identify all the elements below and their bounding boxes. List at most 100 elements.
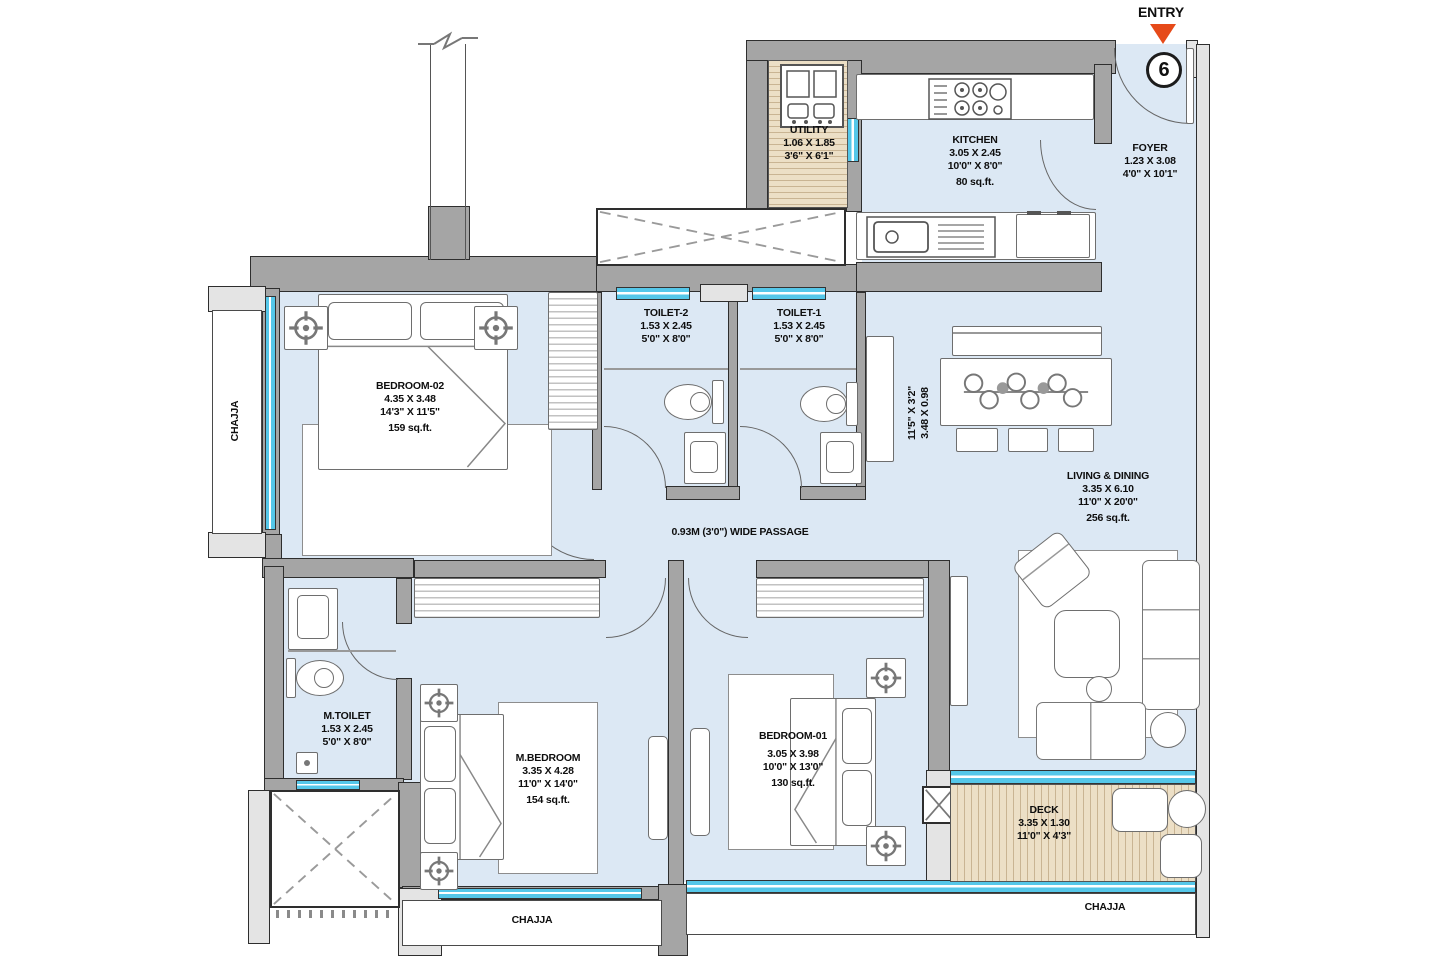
entry-arrow-icon [1150, 24, 1176, 44]
m-bedroom-pillow-top [424, 726, 456, 782]
wall-lower-top-b [756, 560, 930, 578]
bedroom02-window [265, 296, 276, 530]
toilet2-wc-seat [690, 392, 710, 412]
m-toilet-basin-bowl [297, 595, 329, 639]
dining-table [940, 358, 1112, 426]
utility-label: UTILITY 1.06 X 1.85 3'6" X 6'1" [783, 124, 835, 162]
void-x-icon [273, 793, 397, 905]
wall-bedroom02-top [250, 256, 598, 292]
bedroom01-deck-window [686, 880, 1196, 893]
deck-table [1168, 790, 1206, 828]
toilet2-cistern [712, 380, 724, 424]
chajja-bottom-left [402, 900, 662, 946]
wall-kitchen-foyer [1094, 64, 1112, 144]
m-bedroom-side-table-bottom [420, 852, 458, 890]
sofa-two-seater [1036, 702, 1146, 760]
wall-kitchen-dining [856, 262, 1102, 292]
m-bedroom-rug [498, 702, 598, 874]
deck-chair-2 [1160, 834, 1202, 878]
m-bedroom-label: M.BEDROOM 3.35 X 4.28 11'0" X 14'0" 154 … [515, 752, 581, 806]
wall-toilet1-bottom [800, 486, 866, 500]
m-bedroom-pillow-bottom [424, 788, 456, 844]
bedroom01-pillow-top [842, 708, 872, 764]
bedroom01-wardrobe [756, 578, 924, 618]
dining-decor-icon [963, 372, 1089, 410]
kitchen-label: KITCHEN 3.05 X 2.45 10'0" X 8'0" 80 sq.f… [947, 134, 1003, 188]
m-bedroom-window [438, 888, 642, 899]
deck-label: DECK 3.35 X 1.30 11'0" X 4'3" [1016, 804, 1071, 842]
ceiling-fan-icon [870, 830, 902, 862]
m-toilet-partition [288, 650, 396, 652]
deck-chair-1 [1112, 788, 1168, 832]
ceiling-fan-icon [289, 311, 323, 345]
foyer-label: FOYER 1.23 X 3.08 4'0" X 10'1" [1122, 142, 1178, 180]
deck-sliding-window [950, 770, 1196, 784]
wall-between-bedrooms [668, 560, 684, 908]
passage-label: 0.93M (3'0") WIDE PASSAGE [671, 526, 809, 538]
m-toilet-wc-seat [314, 668, 334, 688]
ceiling-fan-icon [870, 662, 902, 694]
bedroom01-door-leaf [690, 728, 710, 836]
m-bedroom-side-table-top [420, 684, 458, 722]
void-teeth [276, 910, 392, 918]
wall-toilet2-bottom [666, 486, 740, 500]
toilet-window-tab [700, 284, 748, 302]
bed-fold-icon [794, 699, 837, 845]
chajja-left-label: CHAJJA [229, 400, 241, 442]
wall-toilet-mid [728, 292, 738, 490]
side-table-round [1150, 712, 1186, 748]
dining-sideboard [952, 326, 1102, 356]
living-dining-label: LIVING & DINING 3.35 X 6.10 11'0" X 20'0… [1066, 470, 1150, 524]
ceiling-fan-icon [479, 311, 513, 345]
crockery-unit [866, 336, 894, 462]
dining-chair-1 [956, 428, 998, 452]
wall-bottom-column [658, 884, 688, 956]
wall-utility-left [746, 60, 768, 210]
hob-icon [928, 78, 1012, 120]
wall-m-toilet-right-bottom [396, 678, 412, 780]
passage-floor [598, 490, 866, 570]
bedroom01-side-table-bottom [866, 826, 906, 866]
chajja-bottom-right [686, 893, 1196, 935]
duct-x-icon [599, 210, 843, 264]
bedroom02-wardrobe [548, 292, 598, 430]
toilet2-basin [684, 432, 726, 484]
chimney-shaft [430, 44, 466, 260]
wall-m-toilet-left [264, 566, 284, 780]
chimney-break-icon [418, 31, 478, 51]
m-toilet-shower [296, 752, 318, 774]
toilet1-partition [740, 368, 856, 370]
dining-chair-3 [1058, 428, 1094, 452]
bedroom02-pillow-left [328, 302, 412, 340]
bedroom02-label: BEDROOM-02 4.35 X 3.48 14'3" X 11'5" 159… [375, 380, 444, 434]
toilet1-label: TOILET-1 1.53 X 2.45 5'0" X 8'0" [773, 307, 825, 345]
m-toilet-basin [288, 588, 338, 650]
washing-machine-icon [780, 64, 844, 128]
m-toilet-window [296, 780, 360, 790]
toilet1-basin-bowl [826, 441, 854, 473]
wall-m-toilet-right-top [396, 578, 412, 624]
bedroom01-side-table-top [866, 658, 906, 698]
bed-fold-icon [459, 715, 502, 859]
tv-console [950, 576, 968, 706]
m-toilet-cistern [286, 658, 296, 698]
toilet1-cistern [846, 382, 858, 426]
void-left-column [248, 790, 270, 944]
entry-door-leaf [1186, 48, 1194, 124]
void-bottom-left [270, 790, 400, 908]
duct-top [596, 208, 846, 266]
chajja-left-cap-top [208, 286, 266, 312]
toilet2-window [616, 287, 690, 300]
ceiling-fan-icon [424, 688, 454, 718]
coffee-table [1054, 610, 1120, 678]
chajja-bottom-right-label: CHAJJA [1084, 901, 1126, 913]
bedroom02-side-table-right [474, 306, 518, 350]
toilet2-basin-bowl [690, 441, 718, 473]
m-bedroom-door-leaf [648, 736, 668, 840]
door-number-badge: 6 [1146, 52, 1182, 88]
entry-label: ENTRY [1138, 4, 1184, 20]
wall-right-outer [1196, 44, 1210, 938]
wall-lower-top-a [414, 560, 606, 578]
wall-bedroom02-south [262, 558, 414, 578]
